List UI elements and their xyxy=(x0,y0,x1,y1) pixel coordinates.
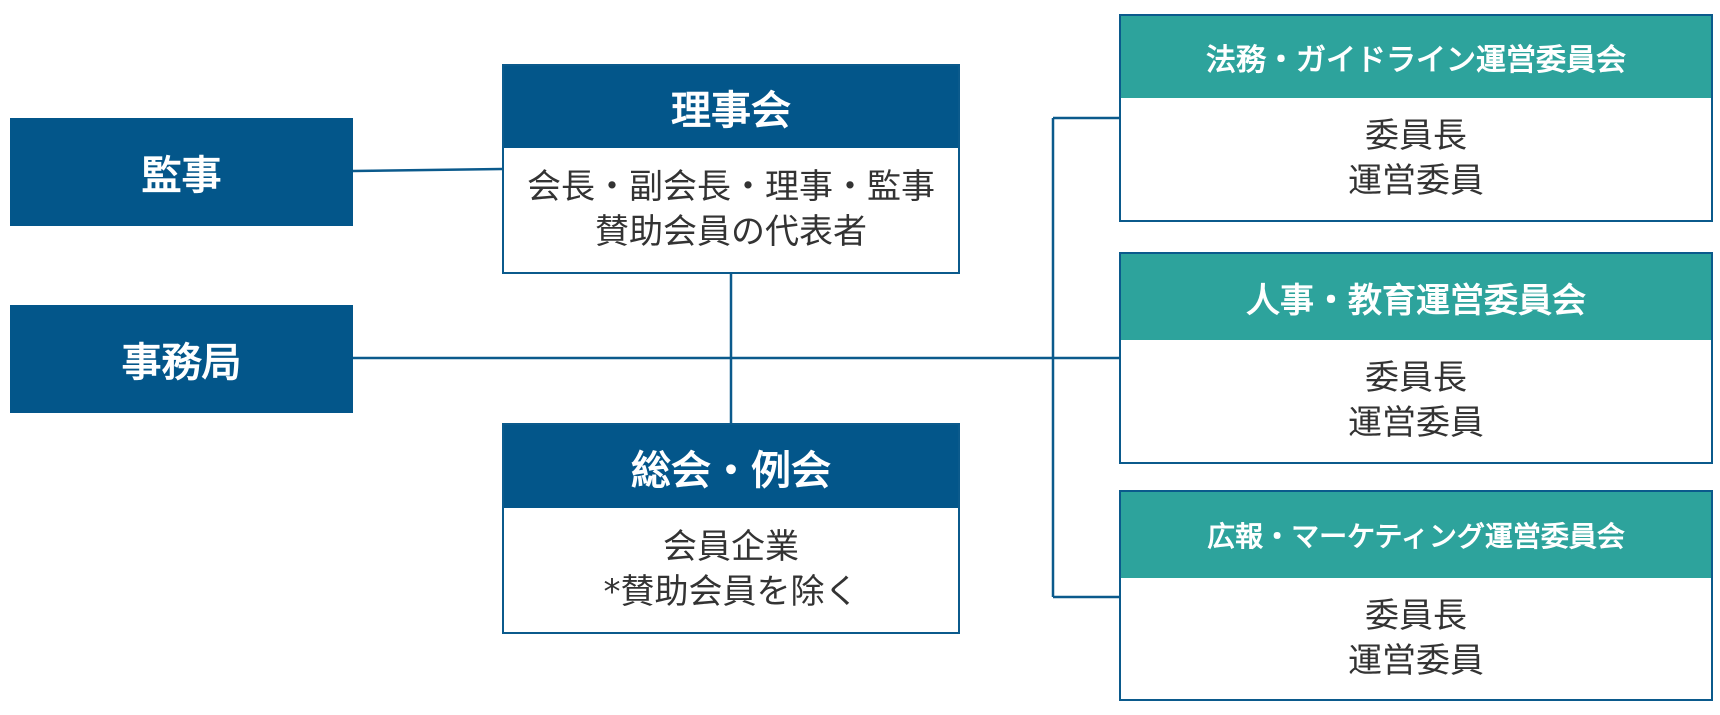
committee-hr-line-2: 運営委員 xyxy=(1348,403,1484,443)
committee-hr-box: 人事・教育運営委員会 委員長 運営委員 xyxy=(1119,252,1713,464)
kansa-title: 監事 xyxy=(141,153,222,199)
soukai-line-1: 会員企業 xyxy=(663,527,799,568)
committee-hr-body: 委員長 運営委員 xyxy=(1121,340,1711,462)
committee-hr-title: 人事・教育運営委員会 xyxy=(1246,280,1586,321)
rijikai-body: 会長・副会長・理事・監事 賛助会員の代表者 xyxy=(504,148,958,272)
soukai-box: 総会・例会 会員企業 *賛助会員を除く xyxy=(502,423,960,634)
kansa-box: 監事 xyxy=(10,118,353,226)
committee-pr-line-2: 運営委員 xyxy=(1348,640,1484,681)
committee-legal-box: 法務・ガイドライン運営委員会 委員長 運営委員 xyxy=(1119,14,1713,222)
committee-pr-header: 広報・マーケティング運営委員会 xyxy=(1121,492,1711,578)
committee-pr-line-1: 委員長 xyxy=(1365,595,1467,636)
committee-hr-line-1: 委員長 xyxy=(1365,358,1467,399)
rijikai-box: 理事会 会長・副会長・理事・監事 賛助会員の代表者 xyxy=(502,64,960,274)
committee-legal-header: 法務・ガイドライン運営委員会 xyxy=(1121,16,1711,98)
connector-kansa-rijikai xyxy=(352,167,503,173)
soukai-title: 総会・例会 xyxy=(631,447,831,494)
committee-legal-line-1: 委員長 xyxy=(1365,116,1467,157)
committee-pr-title: 広報・マーケティング運営委員会 xyxy=(1207,520,1625,553)
soukai-body: 会員企業 *賛助会員を除く xyxy=(504,508,958,632)
jimukyoku-title: 事務局 xyxy=(121,340,242,386)
jimukyoku-box: 事務局 xyxy=(10,305,353,413)
rijikai-line-1: 会長・副会長・理事・監事 xyxy=(527,167,935,208)
committee-pr-box: 広報・マーケティング運営委員会 委員長 運営委員 xyxy=(1119,490,1713,701)
committee-legal-line-2: 運営委員 xyxy=(1348,161,1484,201)
committee-legal-title: 法務・ガイドライン運営委員会 xyxy=(1206,43,1626,78)
committee-pr-body: 委員長 運営委員 xyxy=(1121,578,1711,699)
rijikai-title: 理事会 xyxy=(671,88,791,134)
rijikai-header: 理事会 xyxy=(504,66,958,148)
committee-hr-header: 人事・教育運営委員会 xyxy=(1121,254,1711,340)
soukai-line-2: *賛助会員を除く xyxy=(603,572,859,612)
soukai-header: 総会・例会 xyxy=(504,425,958,508)
rijikai-line-2: 賛助会員の代表者 xyxy=(595,212,867,252)
committee-legal-body: 委員長 運営委員 xyxy=(1121,98,1711,220)
